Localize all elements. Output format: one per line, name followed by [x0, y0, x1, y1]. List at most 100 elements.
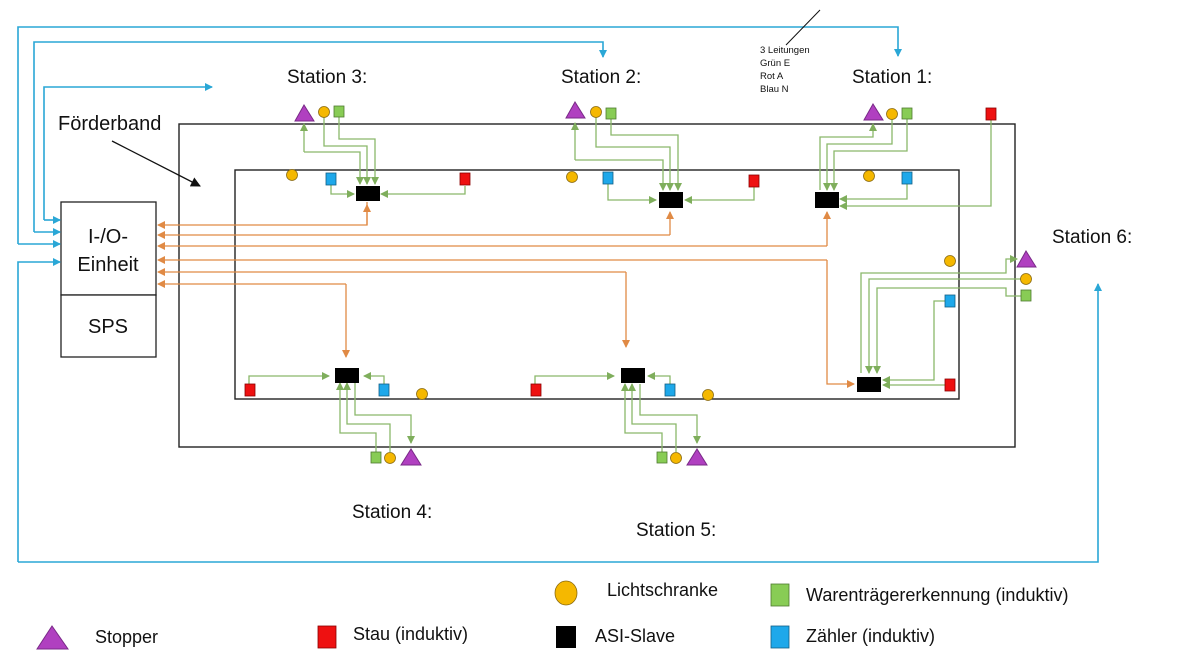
light-barrier-icon — [1020, 273, 1032, 285]
station-4-label: Station 4: — [352, 502, 432, 523]
power-line-station-3 — [43, 83, 213, 220]
legend-zaehler-icon — [770, 625, 790, 649]
s3-counter-line — [330, 185, 355, 198]
legend-lichtschranke-label: Lichtschranke — [607, 580, 718, 600]
light-barriers — [286, 106, 1032, 464]
legend-warentraeger-icon — [770, 583, 790, 607]
counter-sensor-icon — [325, 172, 337, 186]
station-6-label: Station 6: — [1052, 227, 1132, 248]
station-2-label: Station 2: — [561, 67, 641, 88]
sensor-lines — [248, 113, 1025, 452]
legend-zaehler-label: Zähler (induktiv) — [806, 626, 935, 646]
light-barrier-icon — [863, 170, 875, 182]
s2-counter-line — [607, 184, 657, 204]
signal-line-station-3 — [157, 202, 368, 229]
carrier-sensor-icon — [656, 451, 668, 464]
light-barrier-icon — [286, 169, 298, 181]
legend-warentraeger-label: Warenträgererkennung (induktiv) — [806, 585, 1068, 605]
s3-stau-line — [380, 186, 466, 198]
asi-slave-station-6 — [857, 377, 881, 392]
s5-carrier-line — [621, 383, 663, 452]
carrier-sensor-icon — [605, 107, 617, 120]
s5-stau-line — [534, 372, 615, 384]
power-lines — [17, 9, 1102, 563]
station-3-label: Station 3: — [287, 67, 367, 88]
s1-light-line — [823, 118, 893, 191]
carrier-sensor-icon — [333, 105, 345, 118]
asi-slave-station-3 — [356, 186, 380, 201]
s5-light-line — [628, 383, 677, 452]
plc-box — [60, 294, 157, 358]
stopper-icon-station-2 — [565, 101, 586, 119]
s3-carrier-line — [338, 117, 379, 185]
counter-sensor-icon — [901, 171, 913, 185]
s4-carrier-line — [336, 382, 377, 452]
light-barrier-icon — [566, 171, 578, 183]
conveyor-outer-frame — [178, 123, 1016, 448]
asi-slave-station-1 — [815, 192, 839, 208]
io-unit-label-1: I-/O- — [88, 226, 128, 248]
jam-sensor-icon — [459, 172, 471, 186]
s4-counter-line — [363, 372, 385, 384]
conveyor-pointer-arrow — [111, 140, 201, 187]
s5-stopper-line — [639, 384, 701, 444]
plc-block: I-/O- Einheit SPS — [60, 201, 157, 358]
stopper-icon-station-6 — [1016, 250, 1037, 268]
io-unit-box — [60, 201, 157, 296]
asi-slave-station-4 — [335, 368, 359, 383]
io-unit-label-2: Einheit — [77, 254, 139, 276]
counter-sensor-icon — [664, 383, 676, 397]
s6-carrier-line — [873, 287, 1025, 374]
stopper-icon-station-1 — [863, 103, 884, 121]
legend-asi-slave-icon — [556, 626, 576, 648]
counter-sensor-icon — [944, 294, 956, 308]
cable-note: 3 Leitungen Grün E Rot A Blau N — [760, 45, 810, 95]
power-line-station-1 — [17, 26, 902, 244]
plc-label: SPS — [88, 316, 128, 338]
s6-light-line — [865, 278, 1025, 374]
light-barrier-icon — [416, 388, 428, 400]
signal-line-station-6 — [826, 260, 855, 388]
station-1-label: Station 1: — [852, 67, 932, 88]
s3-light-line — [323, 113, 371, 185]
s3-stopper-line-b — [304, 151, 364, 185]
cable-note-line-3: Rot A — [760, 71, 784, 82]
signal-lines — [157, 202, 855, 388]
cable-note-line-2: Grün E — [760, 58, 790, 69]
jam-sensor-icon — [530, 383, 542, 397]
carrier-sensors — [333, 105, 1032, 464]
jam-sensors — [244, 107, 997, 397]
s1-carrier-line — [830, 119, 908, 191]
light-barrier-icon — [702, 389, 714, 401]
carrier-sensor-icon — [1020, 289, 1032, 302]
s2-carrier-line — [610, 119, 682, 191]
asi-slave-station-5 — [621, 368, 645, 383]
power-line-return — [17, 258, 61, 562]
s6-stopper-line — [860, 255, 1018, 373]
counter-sensors — [325, 171, 956, 397]
jam-sensor-icon — [244, 383, 256, 397]
s5-counter-line — [647, 372, 671, 384]
light-barrier-icon — [670, 452, 682, 464]
light-barrier-icon — [318, 106, 330, 118]
counter-sensor-icon — [602, 171, 614, 185]
legend: Stopper Stau (induktiv) Lichtschranke AS… — [36, 580, 1068, 650]
counter-sensor-icon — [378, 383, 390, 397]
jam-sensor-icon — [748, 174, 760, 188]
light-barrier-icon — [944, 255, 956, 267]
s4-stopper-line — [354, 383, 415, 444]
jam-sensor-icon — [985, 107, 997, 121]
power-line-station-2 — [33, 41, 607, 232]
station-5-label: Station 5: — [636, 520, 716, 541]
s4-stau-line — [248, 372, 330, 384]
legend-stopper-label: Stopper — [95, 627, 158, 647]
s1-stau-line — [839, 120, 992, 210]
s4-light-line — [343, 382, 391, 452]
carrier-sensor-icon — [901, 107, 913, 120]
s1-stopper-line — [819, 123, 877, 190]
stopper-icon-station-5 — [686, 448, 708, 466]
stopper-icon-station-3 — [294, 104, 315, 122]
jam-sensor-icon — [944, 378, 956, 392]
power-line-station-6 — [18, 283, 1102, 563]
